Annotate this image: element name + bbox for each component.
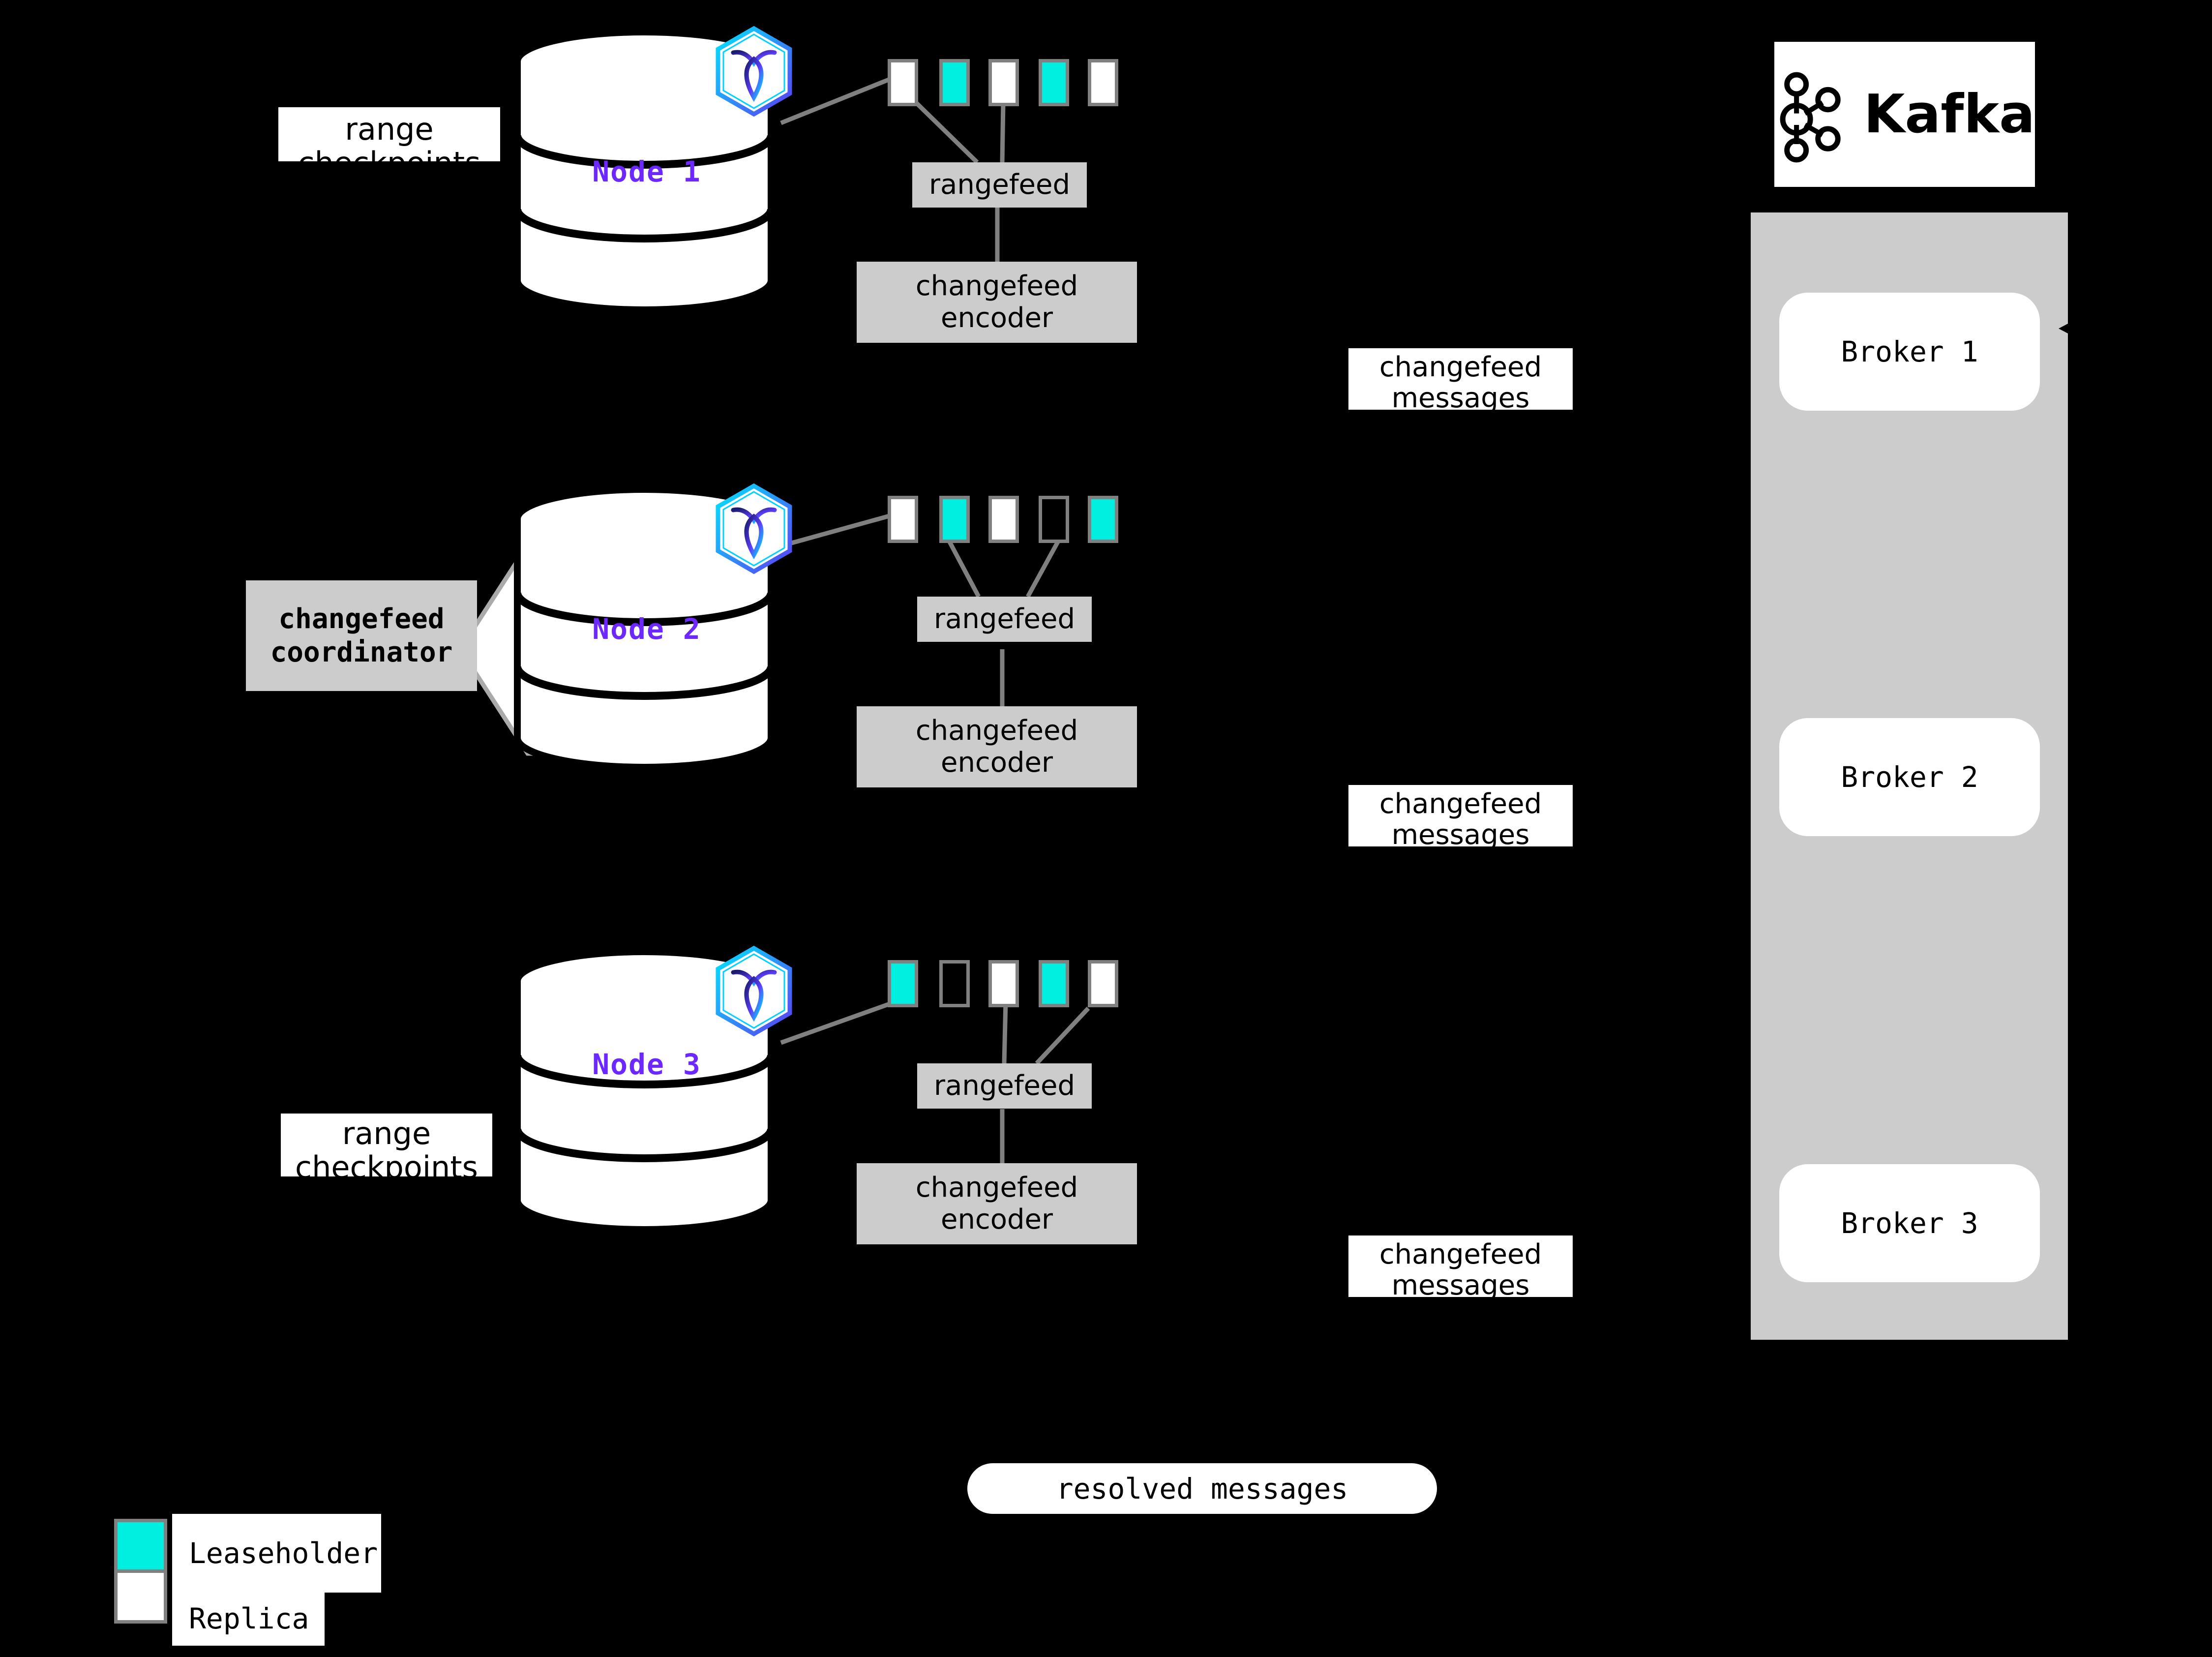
rangefeed-label: rangefeed [934, 1069, 1075, 1102]
node3-changefeed-messages-label: changefeed messages [1348, 1235, 1573, 1300]
changefeed-coordinator-box[interactable]: changefeed coordinator [246, 580, 477, 691]
legend: Leaseholder Replica [114, 1514, 419, 1646]
encoder-line-1: changefeed [915, 715, 1078, 747]
legend-label-replica: Replica [172, 1592, 325, 1646]
resolved-messages-pill: resolved messages [967, 1463, 1437, 1514]
kafka-logo-card: Kafka [1774, 42, 2035, 187]
node3-range-checkpoints-label: range checkpoints [281, 1114, 492, 1185]
messages-line-2: messages [1391, 382, 1530, 414]
kafka-logo-icon [1780, 72, 1841, 162]
node2-changefeed-messages-label: changefeed messages [1348, 785, 1573, 850]
rangefeed-label: rangefeed [929, 168, 1070, 201]
range-box [939, 960, 970, 1007]
broker-3[interactable]: Broker 3 [1779, 1164, 2040, 1282]
range-box [888, 496, 918, 543]
range-box [888, 960, 918, 1007]
legend-swatch-replica [114, 1569, 167, 1624]
node3-label: Node 3 [592, 1048, 701, 1081]
legend-swatch-leaseholder [114, 1519, 167, 1573]
node3-changefeed-encoder-box: changefeed encoder [857, 1163, 1137, 1244]
node2-changefeed-encoder-box: changefeed encoder [857, 706, 1137, 787]
node3-range-row [888, 960, 1143, 1007]
range-box [939, 496, 970, 543]
range-box [1039, 59, 1069, 106]
label-line-1: range [342, 1115, 431, 1151]
messages-line-2: messages [1391, 1269, 1530, 1301]
node1-rangefeed-box: rangefeed [912, 162, 1087, 208]
broker-2-label: Broker 2 [1841, 760, 1978, 794]
coordinator-line-1: changefeed [278, 603, 445, 635]
label-line-1: range [345, 111, 434, 147]
node2-cylinder: Node 2 [514, 487, 779, 782]
legend-label-leaseholder: Leaseholder [172, 1514, 381, 1593]
node3-rangefeed-box: rangefeed [917, 1063, 1092, 1109]
node2-range-row [888, 496, 1143, 543]
label-line-2: checkpoints [295, 1149, 478, 1186]
messages-line-1: changefeed [1379, 351, 1542, 383]
encoder-line-2: encoder [940, 301, 1053, 334]
node1-range-row [888, 59, 1143, 106]
rangefeed-label: rangefeed [934, 603, 1075, 635]
broker-2[interactable]: Broker 2 [1779, 718, 2040, 836]
node2-rangefeed-box: rangefeed [917, 597, 1092, 642]
encoder-line-2: encoder [940, 746, 1053, 779]
messages-line-1: changefeed [1379, 788, 1542, 820]
node1-range-checkpoints-label: range checkpoints [278, 107, 500, 181]
node1-changefeed-messages-label: changefeed messages [1348, 348, 1573, 413]
range-box [1039, 496, 1069, 543]
encoder-line-1: changefeed [915, 270, 1078, 302]
node1-cockroachdb-hex-icon [710, 25, 798, 120]
messages-line-2: messages [1391, 818, 1530, 851]
range-box [1088, 496, 1118, 543]
range-box [939, 59, 970, 106]
messages-line-1: changefeed [1379, 1238, 1542, 1270]
encoder-line-1: changefeed [915, 1172, 1078, 1204]
range-box [988, 496, 1019, 543]
broker-1-label: Broker 1 [1841, 335, 1978, 368]
node2-label: Node 2 [592, 612, 701, 646]
range-box [988, 59, 1019, 106]
label-line-2: checkpoints [298, 145, 481, 181]
range-box [1088, 59, 1118, 106]
broker-3-label: Broker 3 [1841, 1206, 1978, 1240]
node1-cylinder: Node 1 [514, 30, 779, 325]
node3-cockroachdb-hex-icon [710, 944, 798, 1040]
coordinator-line-2: coordinator [270, 636, 453, 668]
range-box [1039, 960, 1069, 1007]
node2-cockroachdb-hex-icon [710, 482, 798, 577]
range-box [1088, 960, 1118, 1007]
encoder-line-2: encoder [940, 1203, 1053, 1235]
range-box [988, 960, 1019, 1007]
range-box [888, 59, 918, 106]
kafka-wordmark: Kafka [1863, 84, 2035, 145]
node1-label: Node 1 [592, 155, 701, 188]
broker-1[interactable]: Broker 1 [1779, 293, 2040, 411]
resolved-messages-label: resolved messages [1056, 1472, 1348, 1506]
node1-changefeed-encoder-box: changefeed encoder [857, 262, 1137, 343]
broker-inbound-arrowheads [2059, 319, 2077, 338]
